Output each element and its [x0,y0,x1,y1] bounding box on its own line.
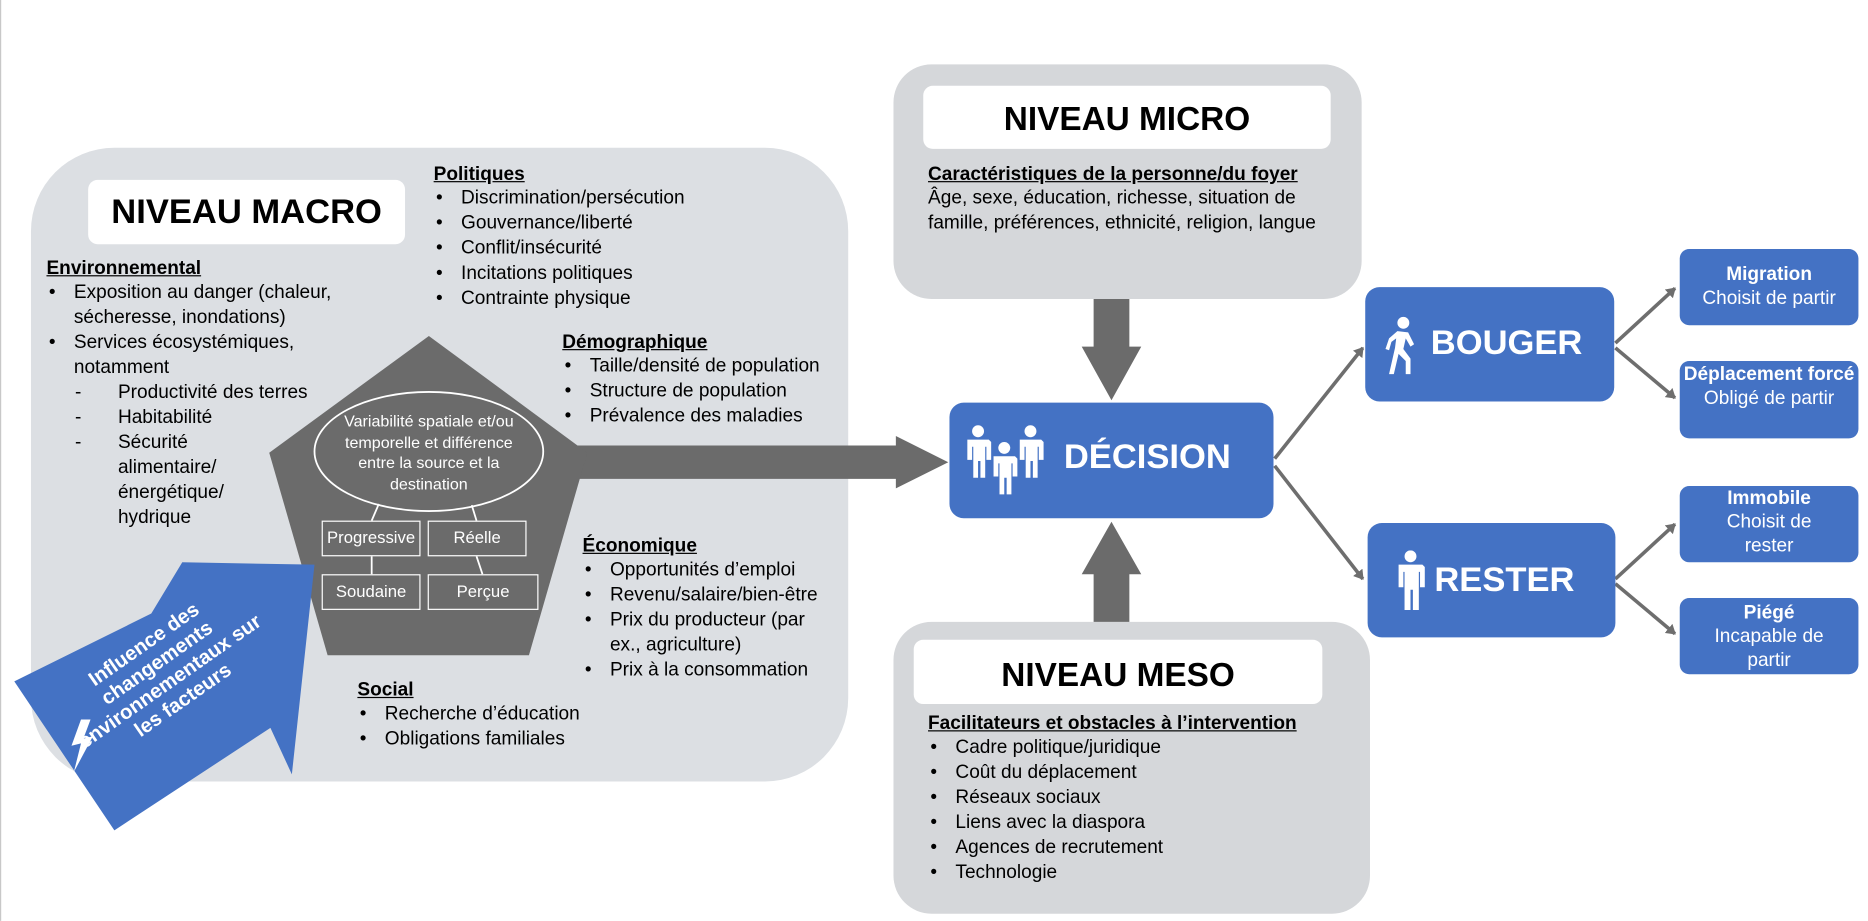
economic-header: Économique [582,536,697,557]
people-group-icon [967,425,1044,495]
micro-text: Âge, sexe, éducation, richesse, situatio… [928,188,1316,234]
walking-person-icon [1385,316,1415,375]
list-item: Productivité des terres [46,380,427,405]
list-item: Prix à la consommation [583,658,839,683]
outcome-desc: Choisit de partir [1702,288,1836,309]
left-border [0,0,2,921]
micro-title: NIVEAU MICRO [923,85,1331,149]
list-item: Prévalence des maladies [562,404,848,429]
list-item: Gouvernance/liberté [434,211,732,236]
political-list: Discrimination/persécution Gouvernance/l… [434,186,732,311]
move-box: BOUGER [1365,287,1615,402]
list-item: Revenu/salaire/bien-être [583,583,839,608]
environmental-sublist: Productivité des terres Habitabilité Séc… [46,380,308,530]
pentagon-shape [269,335,588,656]
social-section: Social Recherche d’éducation Obligations… [357,680,631,751]
pentagon-box-percue: Perçue [427,574,539,610]
economic-list: Opportunités d’emploi Revenu/salaire/bie… [583,558,839,683]
move-label: BOUGER [1430,324,1583,363]
pentagon-ellipse-text: Variabilité spatiale et/ou temporelle et… [344,412,514,493]
social-header: Social [357,680,414,701]
outcome-immobile: Immobile Choisit de rester [1679,486,1859,563]
stay-box: RESTER [1367,522,1616,638]
pentagon-box-progressive: Progressive [321,520,421,557]
economic-section: Économique Opportunités d’emploi Revenu/… [583,536,839,683]
list-item: Cadre politique/juridique [928,735,1357,760]
meso-section: Facilitateurs et obstacles à l’intervent… [928,714,1357,886]
demographic-list: Taille/densité de population Structure d… [562,354,848,429]
pentagon-box-reelle: Réelle [427,520,527,557]
list-item: Discrimination/persécution [434,186,732,211]
list-item: Incitations politiques [434,261,732,286]
outcome-title: Immobile [1727,488,1811,509]
list-item: Conflit/insécurité [434,236,732,261]
list-item: Technologie [928,860,1357,885]
standing-person-icon [1398,550,1425,610]
environmental-list: Exposition au danger (chaleur, sécheress… [46,280,368,380]
list-item: Taille/densité de population [562,354,848,379]
meso-to-decision-arrow [1081,521,1142,622]
demographic-section: Démographique Taille/densité de populati… [562,332,848,428]
outcome-title: Migration [1726,264,1812,285]
list-item: Prix du producteur (par ex., agriculture… [583,608,839,658]
outcome-forced-displacement: Déplacement forcé Obligé de partir [1679,360,1859,439]
outcome-trapped: Piégé Incapable de partir [1679,598,1859,675]
outcome-desc: Incapable de partir [1714,626,1824,671]
meso-header: Facilitateurs et obstacles à l’intervent… [928,713,1297,734]
micro-section: Caractéristiques de la personne/du foyer… [928,164,1347,235]
environmental-header: Environnemental [46,258,202,279]
outcome-desc: Obligé de partir [1703,388,1835,409]
micro-to-decision-arrow [1081,299,1142,401]
outcome-migration: Migration Choisit de partir [1679,248,1859,326]
political-section: Politiques Discrimination/persécution Go… [434,164,732,311]
list-item: Exposition au danger (chaleur, sécheress… [46,280,368,330]
list-item: Services écosystémiques, notamment [46,330,368,380]
political-header: Politiques [433,164,525,185]
list-item: Agences de recrutement [928,835,1357,860]
influence-arrow [14,562,315,831]
pentagon-box-soudaine: Soudaine [321,574,421,610]
demographic-header: Démographique [562,332,708,353]
outcome-title: Piégé [1743,602,1795,624]
social-list: Recherche d’éducation Obligations famili… [357,702,631,752]
decision-box: DÉCISION [949,402,1274,519]
list-item: Coût du déplacement [928,760,1357,785]
list-item: Recherche d’éducation [357,702,631,727]
stay-label: RESTER [1434,561,1575,600]
list-item: Liens avec la diaspora [928,810,1357,835]
outcome-title: Déplacement forcé [1683,364,1855,385]
macro-title: NIVEAU MACRO [88,179,406,245]
list-item: Réseaux sociaux [928,785,1357,810]
micro-header: Caractéristiques de la personne/du foyer [928,164,1298,185]
outcome-desc: Choisit de rester [1726,512,1812,557]
macro-to-decision-arrow [559,436,949,489]
meso-list: Cadre politique/juridique Coût du déplac… [928,735,1357,885]
list-item: Sécurité alimentaire/ énergétique/ hydri… [46,430,272,530]
list-item: Structure de population [562,379,848,404]
meso-title: NIVEAU MESO [913,639,1323,705]
list-item: Contrainte physique [434,286,732,311]
decision-label: DÉCISION [1063,438,1231,477]
list-item: Opportunités d’emploi [583,558,839,583]
lightning-icon [71,719,93,772]
list-item: Obligations familiales [357,727,631,752]
environmental-section: Environnemental Exposition au danger (ch… [46,259,368,531]
pentagon-ellipse [313,391,545,512]
list-item: Habitabilité [46,405,272,430]
